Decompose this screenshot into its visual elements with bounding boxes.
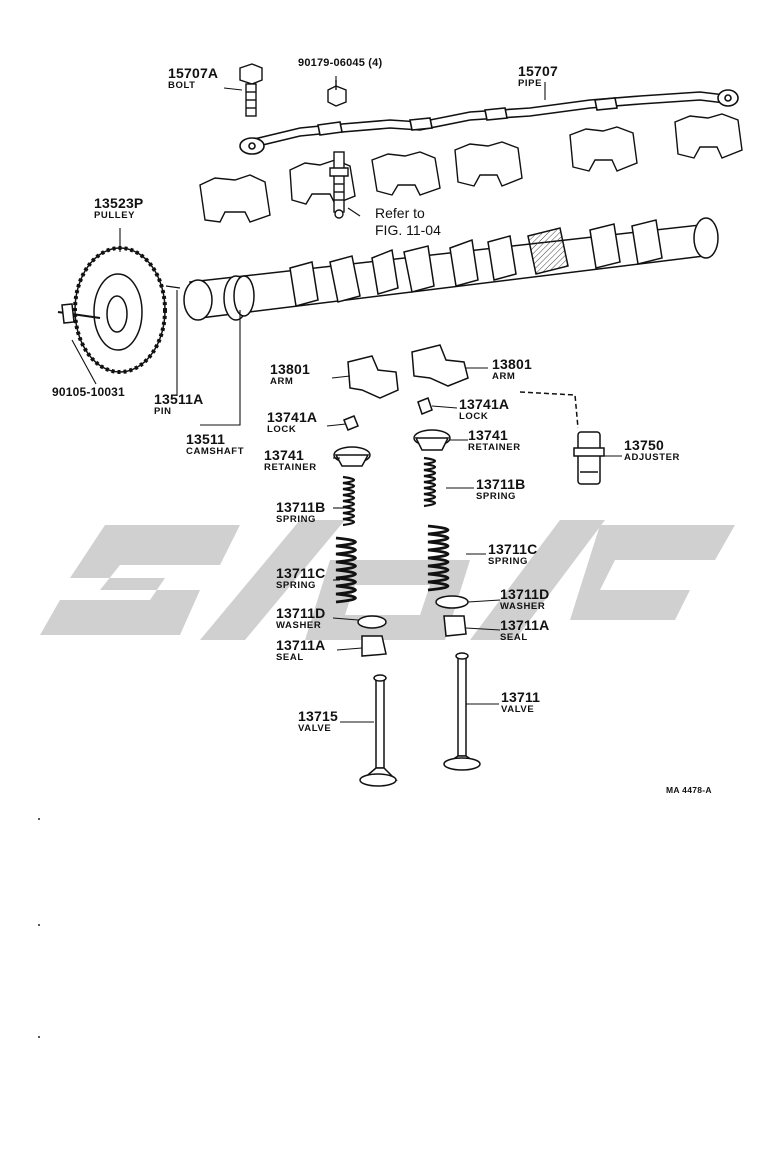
speck xyxy=(38,1036,40,1038)
bolt-part-name: BOLT xyxy=(168,80,196,91)
pipe-bolt xyxy=(239,63,263,117)
label-valve-right: 13711 VALVE xyxy=(501,690,540,715)
pipe-part-name: PIPE xyxy=(518,78,543,89)
spring-c-right-part-number: 13711C xyxy=(488,541,538,557)
label-spring-c-right: 13711C SPRING xyxy=(488,542,537,567)
valve-left-part-number: 13715 xyxy=(298,708,338,724)
lock-right-part-number: 13741A xyxy=(459,396,510,412)
label-pipe: 15707 PIPE xyxy=(518,64,558,89)
retainer-left-part-number: 13741 xyxy=(264,447,304,463)
seal-right-part-name: SEAL xyxy=(500,632,528,643)
label-adjuster: 13750 ADJUSTER xyxy=(624,438,680,463)
speck xyxy=(38,924,40,926)
label-camshaft: 13511 CAMSHAFT xyxy=(186,432,244,457)
spring-b-left-part-name: SPRING xyxy=(276,514,317,525)
seal-left-part-name: SEAL xyxy=(276,652,304,663)
label-washer-left: 13711D WASHER xyxy=(276,606,325,631)
lock-right-part-name: LOCK xyxy=(459,411,489,422)
label-nut: 90179-06045 (4) xyxy=(298,58,382,69)
left-valve-train xyxy=(333,415,398,787)
washer-right-part-number: 13711D xyxy=(500,586,550,602)
spring-b-left-part-number: 13711B xyxy=(276,499,326,515)
camshaft-part-number: 13511 xyxy=(186,431,226,447)
figure-code: MA 4478-A xyxy=(666,785,712,795)
watermark-logo xyxy=(40,520,735,640)
camshaft-shape xyxy=(183,217,719,321)
valve-right-part-name: VALVE xyxy=(501,704,535,715)
label-spring-c-left: 13711C SPRING xyxy=(276,566,325,591)
valve-right-part-number: 13711 xyxy=(501,689,541,705)
nut-part-number: 90179-06045 (4) xyxy=(298,57,383,69)
label-pulley: 13523P PULLEY xyxy=(94,196,143,221)
label-washer-right: 13711D WASHER xyxy=(500,587,549,612)
camshaft-part-name: CAMSHAFT xyxy=(186,446,245,457)
washer-left-part-number: 13711D xyxy=(276,605,326,621)
label-valve-left: 13715 VALVE xyxy=(298,709,338,734)
pin-part-number: 13511A xyxy=(154,391,204,407)
refer-line-2: FIG. 11-04 xyxy=(375,222,441,238)
arm-right-part-name: ARM xyxy=(492,371,516,382)
lash-adjuster xyxy=(519,391,605,485)
lock-left-part-number: 13741A xyxy=(267,409,318,425)
timing-pulley xyxy=(57,246,181,374)
spring-b-right-part-number: 13711B xyxy=(476,476,526,492)
refer-line-1: Refer to xyxy=(375,205,425,221)
seal-left-part-number: 13711A xyxy=(276,637,326,653)
pin-part-name: PIN xyxy=(154,406,172,417)
adjuster-part-number: 13750 xyxy=(624,437,664,453)
retainer-right-part-number: 13741 xyxy=(468,427,508,443)
seal-right-part-number: 13711A xyxy=(500,617,550,633)
spring-b-right-part-name: SPRING xyxy=(476,491,517,502)
washer-left-part-name: WASHER xyxy=(276,620,322,631)
speck xyxy=(38,818,40,820)
label-bolt: 15707A BOLT xyxy=(168,66,218,91)
retainer-right-part-name: RETAINER xyxy=(468,442,521,453)
bearing-caps xyxy=(199,113,743,223)
label-pin: 13511A PIN xyxy=(154,392,203,417)
label-pulley-bolt: 90105-10031 xyxy=(52,386,125,398)
rocker-arms xyxy=(347,344,469,399)
nut xyxy=(327,80,347,107)
label-seal-left: 13711A SEAL xyxy=(276,638,325,663)
spring-c-left-part-name: SPRING xyxy=(276,580,317,591)
retainer-left-part-name: RETAINER xyxy=(264,462,317,473)
pipe-part-number: 15707 xyxy=(518,63,558,79)
oil-pipe xyxy=(239,89,739,155)
label-arm-left: 13801 ARM xyxy=(270,362,310,387)
label-arm-right: 13801 ARM xyxy=(492,357,532,382)
lock-left-part-name: LOCK xyxy=(267,424,297,435)
leader-lines xyxy=(71,76,622,723)
label-refer: Refer to FIG. 11-04 xyxy=(375,206,441,237)
pulley-part-name: PULLEY xyxy=(94,210,136,221)
label-seal-right: 13711A SEAL xyxy=(500,618,549,643)
label-spring-b-right: 13711B SPRING xyxy=(476,477,525,502)
right-valve-train xyxy=(413,397,481,771)
pulley-part-number: 13523P xyxy=(94,195,144,211)
stud xyxy=(329,151,349,219)
label-lock-left: 13741A LOCK xyxy=(267,410,317,435)
spring-c-left-part-number: 13711C xyxy=(276,565,326,581)
arm-right-part-number: 13801 xyxy=(492,356,532,372)
arm-left-part-number: 13801 xyxy=(270,361,310,377)
pulley-bolt-part-number: 90105-10031 xyxy=(52,385,125,399)
adjuster-part-name: ADJUSTER xyxy=(624,452,681,463)
spring-c-right-part-name: SPRING xyxy=(488,556,529,567)
label-spring-b-left: 13711B SPRING xyxy=(276,500,325,525)
arm-left-part-name: ARM xyxy=(270,376,294,387)
valve-left-part-name: VALVE xyxy=(298,723,332,734)
bolt-part-number: 15707A xyxy=(168,65,219,81)
label-retainer-left: 13741 RETAINER xyxy=(264,448,317,473)
label-retainer-right: 13741 RETAINER xyxy=(468,428,521,453)
label-lock-right: 13741A LOCK xyxy=(459,397,509,422)
washer-right-part-name: WASHER xyxy=(500,601,546,612)
